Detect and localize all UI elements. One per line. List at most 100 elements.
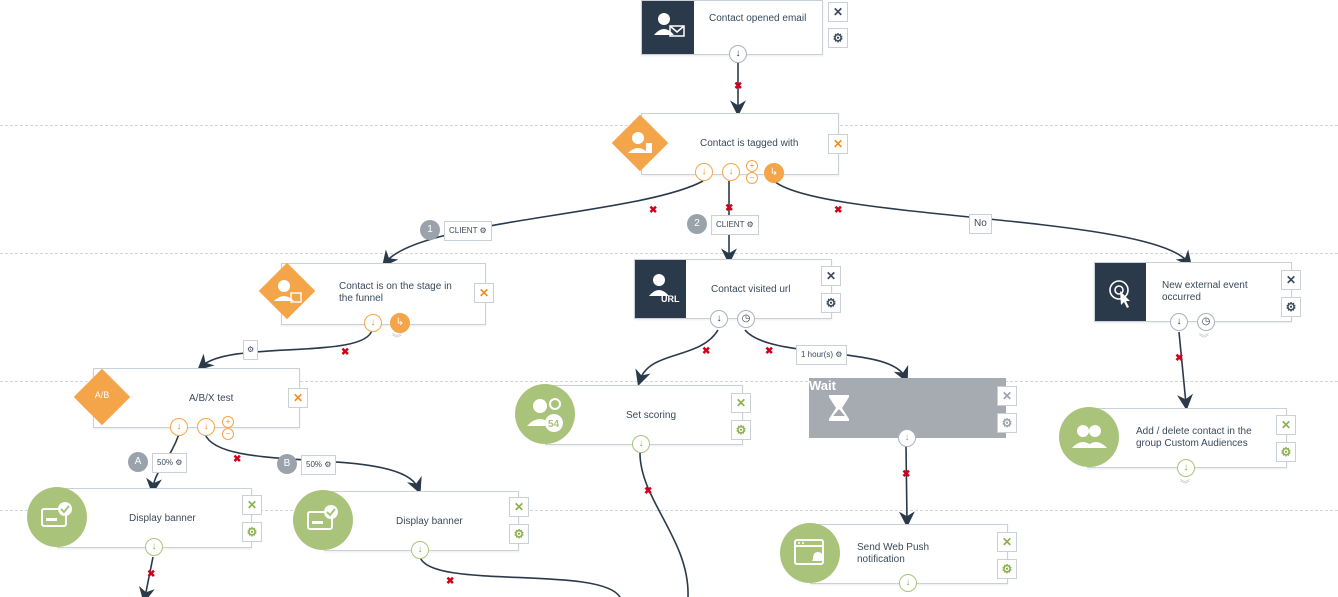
close-icon[interactable]: ✕ xyxy=(288,388,308,408)
node-set-scoring[interactable]: Set scoring xyxy=(545,385,743,445)
gear-icon[interactable]: ⚙ xyxy=(835,350,843,359)
split-percent-label[interactable]: 50% ⚙ xyxy=(301,455,337,475)
error-x-icon: ✖ xyxy=(834,205,843,216)
arrow-down-icon[interactable]: ↓ xyxy=(722,163,740,181)
error-x-icon: ✖ xyxy=(233,454,242,465)
node-contact-visited-url[interactable]: URL Contact visited url xyxy=(634,259,832,319)
branch-condition-label[interactable]: CLIENT ⚙ xyxy=(711,215,759,235)
split-percent-text: 50% xyxy=(306,460,323,469)
error-x-icon: ✖ xyxy=(644,486,653,497)
gear-icon[interactable]: ⚙ xyxy=(242,522,262,542)
clock-icon[interactable]: ◷ xyxy=(1197,313,1215,331)
plus-icon[interactable]: + xyxy=(222,416,234,428)
gear-icon[interactable]: ⚙ xyxy=(175,458,183,467)
gear-icon[interactable]: ⚙ xyxy=(1276,442,1296,462)
link-wait-to-push xyxy=(898,445,915,528)
gear-icon[interactable]: ⚙ xyxy=(731,420,751,440)
close-icon[interactable]: ✕ xyxy=(731,393,751,413)
close-icon[interactable]: ✕ xyxy=(474,283,494,303)
gear-icon[interactable]: ⚙ xyxy=(746,220,754,229)
node-contact-stage[interactable]: Contact is on the stage in the funnel xyxy=(281,263,486,325)
plus-icon[interactable]: + xyxy=(746,160,758,172)
link-url-to-scoring xyxy=(635,329,719,387)
arrow-down-icon[interactable]: ↓ xyxy=(364,314,382,332)
branch-number-badge: 2 xyxy=(687,214,707,234)
gear-icon[interactable]: ⚙ xyxy=(997,559,1017,579)
gear-icon[interactable]: ⚙ xyxy=(243,340,259,360)
branch-icon[interactable]: ↳ xyxy=(764,163,784,183)
error-x-icon: ✖ xyxy=(147,569,156,580)
split-letter-badge: B xyxy=(277,454,297,474)
error-x-icon: ✖ xyxy=(734,81,743,92)
user-url-icon: URL xyxy=(635,260,686,318)
error-x-icon: ✖ xyxy=(765,346,774,357)
arrow-down-icon[interactable]: ↓ xyxy=(411,541,429,559)
arrow-down-icon[interactable]: ↓ xyxy=(632,435,650,453)
funnel-stage-glyph xyxy=(274,280,302,303)
node-custom-audiences[interactable]: Add / delete contact in the group Custom… xyxy=(1087,408,1287,468)
gear-icon[interactable]: ⚙ xyxy=(1281,297,1301,317)
banner-icon xyxy=(293,490,353,550)
close-icon[interactable]: ✕ xyxy=(821,266,841,286)
chevrons-down-icon[interactable]: ︾ xyxy=(1180,480,1190,491)
close-icon[interactable]: ✕ xyxy=(1276,415,1296,435)
tag-glyph xyxy=(628,132,652,153)
user-envelope-icon xyxy=(642,1,694,54)
arrow-down-icon[interactable]: ↓ xyxy=(710,310,728,328)
minus-icon[interactable]: − xyxy=(222,428,234,440)
arrow-down-icon[interactable]: ↓ xyxy=(1170,313,1188,331)
node-wait[interactable]: Wait xyxy=(809,378,1006,438)
error-x-icon: ✖ xyxy=(341,347,350,358)
branch-no-label[interactable]: No xyxy=(969,214,992,234)
node-contact-opened-email[interactable]: Contact opened email xyxy=(641,0,823,55)
hourglass-icon xyxy=(809,378,869,438)
scoring-icon-text: 54 xyxy=(548,419,560,430)
close-icon[interactable]: ✕ xyxy=(242,495,262,515)
row-separator xyxy=(0,253,1338,254)
node-contact-tagged[interactable]: Contact is tagged with xyxy=(641,113,839,175)
gear-icon[interactable]: ⚙ xyxy=(509,524,529,544)
close-icon[interactable]: ✕ xyxy=(997,532,1017,552)
arrow-down-icon[interactable]: ↓ xyxy=(170,418,188,436)
chevrons-down-icon[interactable]: ︾ xyxy=(392,334,402,345)
banner-icon xyxy=(27,487,87,547)
delay-text: 1 hour(s) xyxy=(801,350,834,359)
split-percent-label[interactable]: 50% ⚙ xyxy=(152,453,188,473)
chevrons-down-icon[interactable]: ︾ xyxy=(1199,334,1209,345)
node-new-external-event[interactable]: New external event occurred xyxy=(1094,262,1292,322)
close-icon[interactable]: ✕ xyxy=(1281,270,1301,290)
error-x-icon: ✖ xyxy=(649,205,658,216)
arrow-down-icon[interactable]: ↓ xyxy=(1177,459,1195,477)
gear-icon[interactable]: ⚙ xyxy=(324,460,332,469)
link-banner-b-down xyxy=(419,556,621,597)
node-label: Contact visited url xyxy=(711,284,791,295)
gear-icon[interactable]: ⚙ xyxy=(821,293,841,313)
branch-condition-label[interactable]: CLIENT ⚙ xyxy=(444,221,492,241)
close-icon[interactable]: ✕ xyxy=(828,2,848,22)
node-label: Display banner xyxy=(129,513,196,524)
branch-icon[interactable]: ↳ xyxy=(390,313,410,333)
arrow-down-icon[interactable]: ↓ xyxy=(898,429,916,447)
delay-label[interactable]: 1 hour(s) ⚙ xyxy=(796,345,848,365)
gear-icon[interactable]: ⚙ xyxy=(479,226,487,235)
arrow-down-icon[interactable]: ↓ xyxy=(899,574,917,592)
close-icon[interactable]: ✕ xyxy=(509,497,529,517)
gear-icon[interactable]: ⚙ xyxy=(997,413,1017,433)
close-icon[interactable]: ✕ xyxy=(828,134,848,154)
node-label: New external event occurred xyxy=(1162,280,1248,303)
gear-icon[interactable]: ⚙ xyxy=(828,28,848,48)
ab-test-icon-text: A/B xyxy=(94,390,110,400)
node-label: Send Web Push notification xyxy=(857,542,930,565)
branch-condition-text: CLIENT xyxy=(716,220,745,229)
arrow-down-icon[interactable]: ↓ xyxy=(197,418,215,436)
arrow-down-icon[interactable]: ↓ xyxy=(145,538,163,556)
clock-icon[interactable]: ◷ xyxy=(737,310,755,328)
error-x-icon: ✖ xyxy=(446,576,455,587)
node-label: A/B/X test xyxy=(189,393,234,404)
minus-icon[interactable]: − xyxy=(746,172,758,184)
arrow-down-icon[interactable]: ↓ xyxy=(729,45,747,63)
close-icon[interactable]: ✕ xyxy=(997,386,1017,406)
arrow-down-icon[interactable]: ↓ xyxy=(695,163,713,181)
link-stage-to-abx xyxy=(197,329,373,371)
